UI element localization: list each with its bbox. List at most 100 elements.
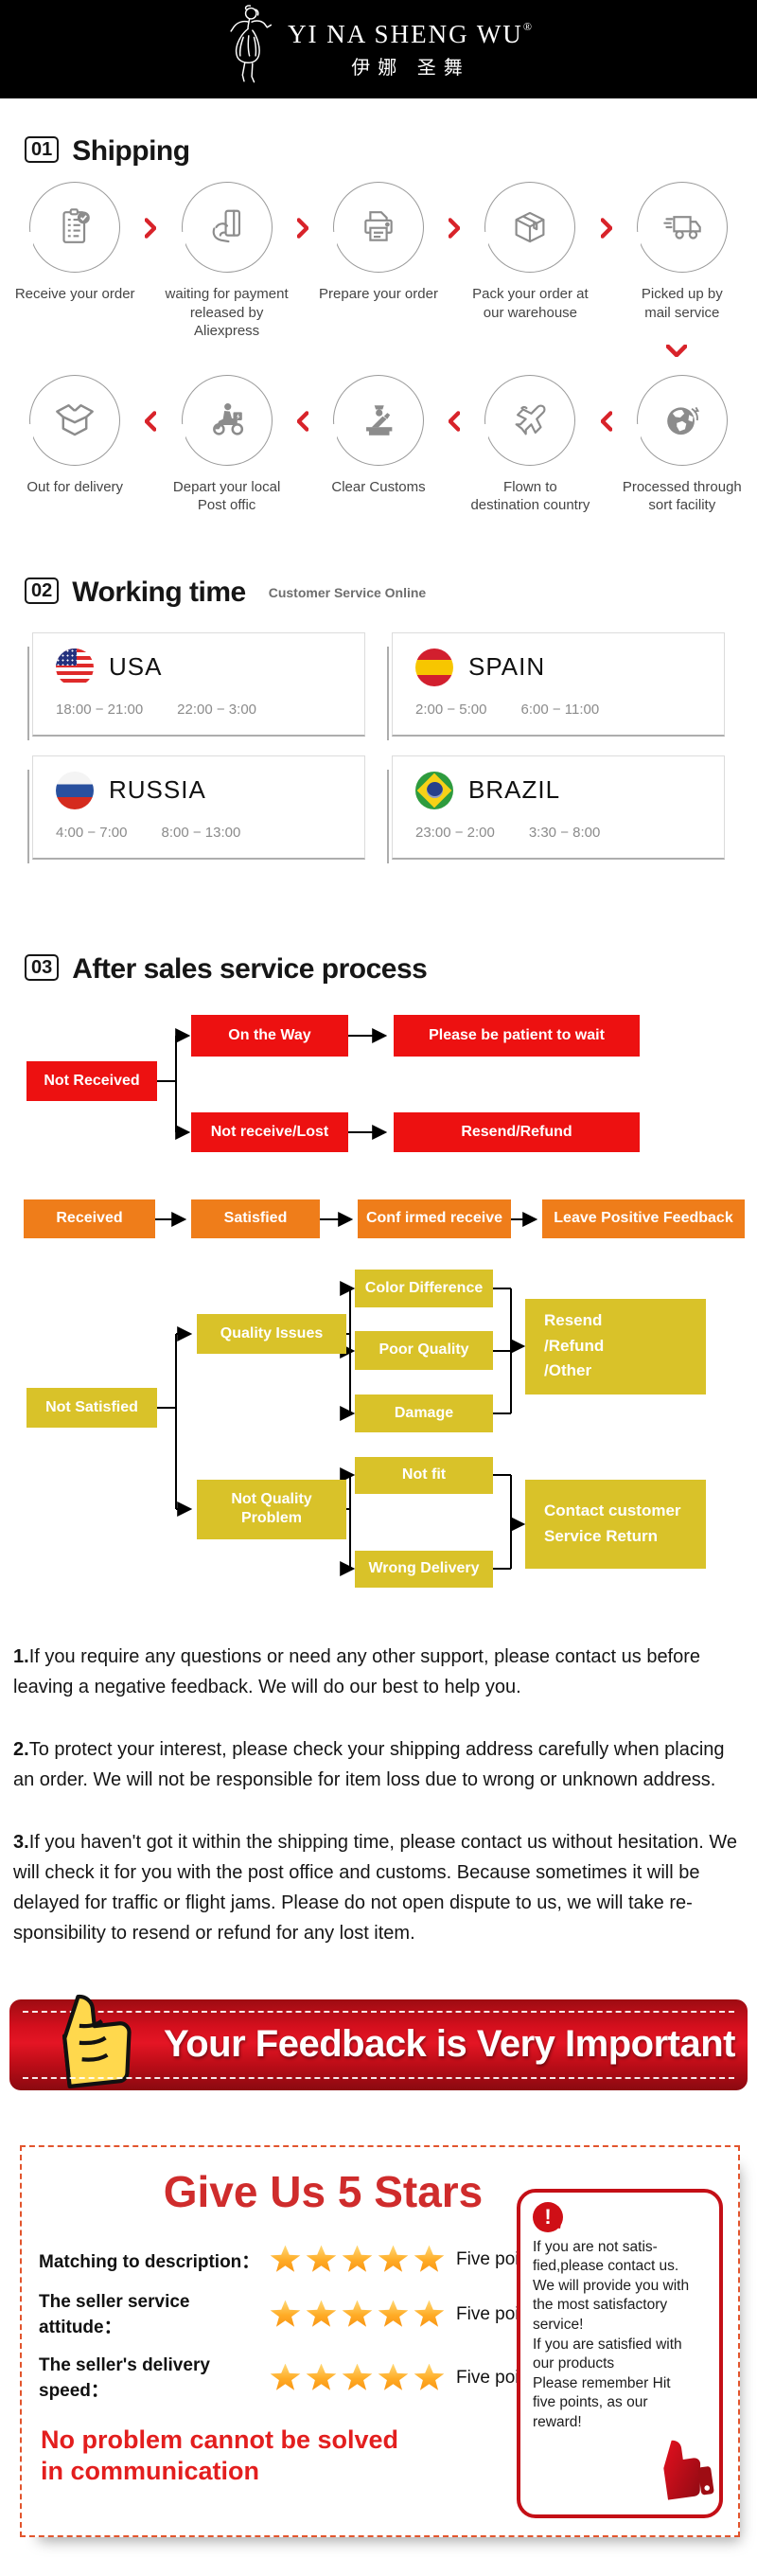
rating-rows: Matching to description： Five points The… bbox=[39, 2245, 545, 2402]
registered-mark: ® bbox=[522, 19, 534, 33]
note-text: To protect your interest, please check y… bbox=[13, 1738, 725, 1790]
flow-node-on-the-way: On the Way bbox=[191, 1014, 348, 1057]
after-sales-section-title: 03 After sales service process bbox=[0, 941, 757, 985]
banner-text: Your Feedback is Very Important bbox=[164, 2023, 735, 2065]
section-number: 03 bbox=[25, 953, 60, 981]
five-star-rating bbox=[270, 2245, 445, 2275]
shipping-step: Processed through sort facility bbox=[617, 374, 748, 515]
section-number: 02 bbox=[25, 577, 60, 604]
time-range: 18:00 − 21:00 bbox=[56, 701, 144, 718]
russia-flag-icon bbox=[56, 771, 94, 809]
flow-node-not-receive-lost: Not receive/Lost bbox=[191, 1111, 348, 1152]
shipping-step-label: Receive your order bbox=[14, 286, 135, 302]
brand-header: YI NA SHENG WU® 伊娜 圣舞 bbox=[0, 0, 757, 98]
dancer-logo-icon bbox=[223, 4, 273, 96]
time-range: 22:00 − 3:00 bbox=[177, 701, 256, 718]
time-range: 3:30 − 8:00 bbox=[528, 824, 601, 841]
star-icon bbox=[306, 2300, 337, 2327]
time-range: 4:00 − 7:00 bbox=[56, 824, 128, 841]
arrow-left-icon bbox=[140, 410, 161, 432]
arrow-right-icon bbox=[292, 218, 313, 239]
alert-glyph: ! bbox=[544, 2204, 552, 2229]
spain-flag-icon bbox=[415, 648, 453, 686]
shipping-step-label: Prepare your order bbox=[319, 286, 438, 302]
flow-node-leave-positive-feedback: Leave Positive Feedback bbox=[542, 1199, 745, 1238]
flow-node-resend-refund: Resend/Refund bbox=[394, 1111, 640, 1152]
note-2: 2.To protect your interest, please check… bbox=[13, 1734, 744, 1795]
flow-node-contact-customer-service: Contact customer Service Return bbox=[525, 1479, 706, 1569]
country-name: RUSSIA bbox=[109, 775, 206, 804]
courier-scooter-icon bbox=[179, 374, 273, 466]
policy-notes: 1.If you require any questions or need a… bbox=[0, 1642, 757, 1948]
shipping-step-label: Pack your order at our warehouse bbox=[472, 286, 589, 321]
star-icon bbox=[414, 2363, 445, 2390]
after-sales-flowchart: Not Received On the Way Please be patien… bbox=[0, 1000, 757, 1625]
customs-officer-icon bbox=[331, 374, 424, 466]
star-icon bbox=[306, 2245, 337, 2272]
thumbs-up-icon bbox=[34, 1977, 140, 2108]
star-icon bbox=[414, 2245, 445, 2272]
arrow-left-icon bbox=[444, 410, 465, 432]
flow-node-poor-quality: Poor Quality bbox=[355, 1330, 493, 1370]
shipping-step-label: Flown to destination country bbox=[470, 478, 590, 514]
open-box-icon bbox=[27, 374, 121, 466]
payment-card-icon bbox=[179, 182, 273, 273]
rating-label: The seller service attitude： bbox=[39, 2291, 190, 2337]
star-icon bbox=[306, 2363, 337, 2390]
country-name: SPAIN bbox=[468, 652, 546, 681]
rating-row: The seller service attitude： Five points bbox=[39, 2292, 545, 2338]
flow-node-be-patient: Please be patient to wait bbox=[394, 1014, 640, 1057]
star-icon bbox=[270, 2245, 301, 2272]
note-1: 1.If you require any questions or need a… bbox=[13, 1642, 744, 1702]
order-checklist-icon bbox=[27, 182, 121, 273]
airplane-icon bbox=[483, 374, 576, 466]
flow-node-damage: Damage bbox=[355, 1394, 493, 1432]
shipping-step: Pack your order at our warehouse bbox=[465, 182, 595, 322]
printer-icon bbox=[331, 182, 424, 273]
rating-row: The seller's delivery speed： Five points bbox=[39, 2355, 545, 2402]
shipping-step-label: Processed through sort facility bbox=[622, 478, 742, 514]
section-label: Working time bbox=[72, 576, 246, 608]
shipping-step: Depart your local Post offic bbox=[161, 374, 291, 515]
time-range: 2:00 − 5:00 bbox=[415, 701, 487, 718]
arrow-left-icon bbox=[292, 410, 313, 432]
star-icon bbox=[378, 2300, 409, 2327]
flow-node-resend-refund-other: Resend /Refund /Other bbox=[525, 1298, 706, 1395]
shipping-flow-row-2: Out for delivery Depart your local Post … bbox=[0, 374, 757, 515]
arrow-left-icon bbox=[596, 410, 617, 432]
flow-node-confirmed-receive: Conf irmed receive bbox=[358, 1199, 511, 1238]
package-box-icon bbox=[483, 182, 576, 273]
arrow-right-icon bbox=[444, 218, 465, 239]
note-number: 3. bbox=[13, 1831, 29, 1853]
section-label: Shipping bbox=[72, 135, 190, 167]
red-thumbs-up-icon bbox=[643, 2434, 714, 2509]
shipping-step-label: waiting for payment released by Aliexpre… bbox=[165, 286, 289, 339]
time-range: 8:00 − 13:00 bbox=[161, 824, 241, 841]
shipping-step: Prepare your order bbox=[313, 182, 444, 304]
shipping-step: Clear Customs bbox=[313, 374, 444, 497]
flow-node-wrong-delivery: Wrong Delivery bbox=[355, 1550, 493, 1588]
flow-node-color-difference: Color Difference bbox=[355, 1269, 493, 1307]
star-icon bbox=[378, 2245, 409, 2272]
shipping-step: Out for delivery bbox=[9, 374, 140, 497]
shipping-step: Flown to destination country bbox=[465, 374, 595, 515]
star-icon bbox=[270, 2363, 301, 2390]
rating-label: The seller's delivery speed： bbox=[39, 2354, 210, 2401]
flow-node-received: Received bbox=[24, 1199, 155, 1238]
flow-node-quality-issues: Quality Issues bbox=[197, 1313, 346, 1354]
section-subtitle: Customer Service Online bbox=[268, 584, 427, 600]
rating-label: Matching to description： bbox=[39, 2251, 260, 2272]
globe-icon bbox=[634, 374, 728, 466]
section-label: After sales service process bbox=[72, 952, 428, 985]
time-range: 23:00 − 2:00 bbox=[415, 824, 495, 841]
flow-node-not-satisfied: Not Satisfied bbox=[26, 1387, 157, 1428]
rating-row: Matching to description： Five points bbox=[39, 2245, 545, 2275]
flowchart-connectors bbox=[155, 1027, 538, 1576]
working-time-section-title: 02 Working time Customer Service Online bbox=[0, 564, 757, 608]
satisfaction-info-box: ! If you are not satis- fied,please cont… bbox=[517, 2188, 723, 2518]
